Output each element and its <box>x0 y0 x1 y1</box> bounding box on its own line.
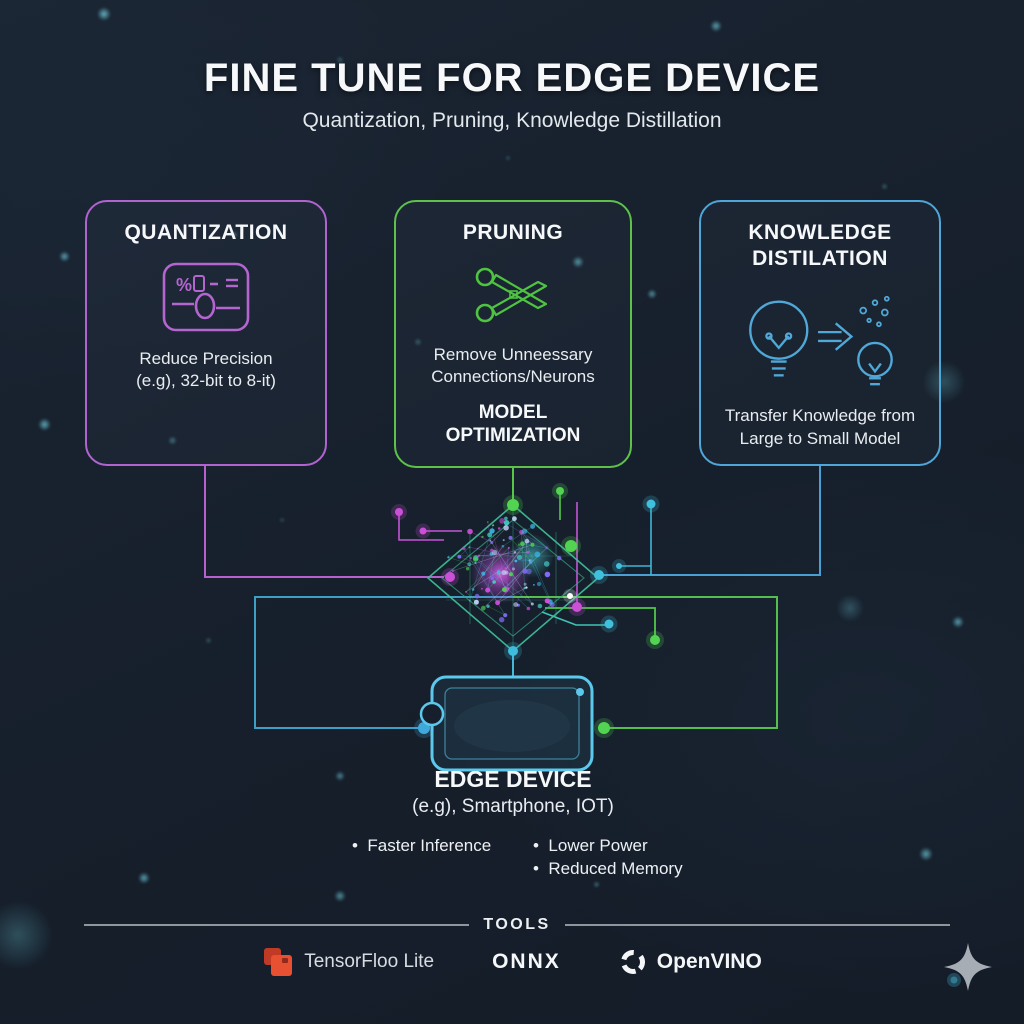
benefit-item: Reduced Memory <box>533 857 682 880</box>
tensorflow-icon <box>264 948 293 976</box>
page-subtitle: Quantization, Pruning, Knowledge Distill… <box>302 109 722 132</box>
tools-divider: TOOLS <box>84 916 951 934</box>
edge-device-title: EDGE DEVICE <box>434 766 592 792</box>
benefits-column-1: Faster Inference <box>352 834 491 857</box>
bokeh-glow-dot <box>279 517 285 523</box>
benefit-item: Lower Power <box>533 834 683 857</box>
bokeh-glow-dot <box>919 847 933 861</box>
knowledge-distillation-card: KNOWLEDGE DISTILATION <box>699 200 941 466</box>
edge-device-phone-illustration <box>419 675 594 772</box>
edge-device-labels: EDGE DEVICE (e.g), Smartphone, IOT) <box>313 766 713 818</box>
bokeh-glow-dot <box>58 250 70 262</box>
header: FINE TUNE FOR EDGE DEVICE Quantization, … <box>0 56 1024 133</box>
pruning-title: PRUNING <box>462 221 564 244</box>
openvino-label: OpenVINO <box>656 950 762 973</box>
lightbulb-transfer-icon <box>749 296 893 386</box>
neural-cube-pointcloud <box>447 516 562 623</box>
knowledge-connector-line <box>602 466 821 576</box>
svg-text:%: % <box>176 275 192 295</box>
bokeh-glow-dot <box>204 636 212 644</box>
bokeh-glow-dot <box>952 616 964 628</box>
circuit-stub <box>545 607 656 638</box>
scissors-icon <box>475 267 548 322</box>
tensorflow-lite-label: TensorFloo Lite <box>304 951 435 972</box>
knowledge-distillation-description: Transfer Knowledge from Large to Small M… <box>724 406 916 448</box>
edge-device-subtitle: (e.g), Smartphone, IOT) <box>412 796 614 817</box>
phone-camera-dot <box>576 688 584 696</box>
bokeh-glow-dot <box>710 20 722 32</box>
knowledge-distillation-title: KNOWLEDGE DISTILATION <box>748 221 892 270</box>
openvino-icon <box>620 950 645 974</box>
quantization-slider-icon: % <box>162 262 250 331</box>
bokeh-glow-dot <box>37 417 51 431</box>
onnx-wordmark: ONNX <box>492 950 561 973</box>
tools-label: TOOLS <box>483 916 551 933</box>
circuit-stub <box>541 611 605 626</box>
sparkle-watermark-icon <box>944 943 992 991</box>
page-title: FINE TUNE FOR EDGE DEVICE <box>203 56 821 100</box>
tool-tensorflow-lite: TensorFloo Lite <box>262 946 434 978</box>
bokeh-glow-dot <box>138 872 150 884</box>
bokeh-glow-dot <box>505 155 511 161</box>
quantization-connector-line <box>204 466 444 578</box>
divider-line-left <box>84 924 470 926</box>
circuit-stub <box>398 512 444 541</box>
routing-line-right <box>513 596 778 729</box>
benefits-column-2: Lower Power Reduced Memory <box>533 834 683 880</box>
pruning-description: Remove Unneessary Connections/Neurons <box>431 344 595 387</box>
model-optimization-label: MODEL OPTIMIZATION <box>445 401 581 447</box>
tool-onnx: ONNX <box>492 950 561 974</box>
quantization-description: Reduce Precision (e.g), 32-bit to 8-it) <box>136 348 276 391</box>
quantization-title: QUANTIZATION <box>124 221 288 244</box>
pruning-card: PRUNING Remove Unneessary Connections/Ne… <box>394 200 632 468</box>
phone-notch <box>419 701 445 727</box>
tool-openvino: OpenVINO <box>619 948 762 976</box>
bokeh-glow-dot <box>647 289 657 299</box>
routing-line-left <box>254 596 513 729</box>
benefit-item: Faster Inference <box>352 834 491 857</box>
divider-line-right <box>564 924 951 926</box>
neural-cube-wireframe <box>426 503 600 653</box>
bokeh-glow-dot <box>97 7 111 21</box>
tools-logo-row: TensorFloo Lite ONNX OpenVINO <box>0 946 1024 978</box>
quantization-card: QUANTIZATION % Reduce Precision (e.g), 3… <box>85 200 327 466</box>
bokeh-glow-dot <box>334 890 346 902</box>
circuit-node-dots <box>391 483 664 738</box>
bokeh-glow-dot <box>880 182 888 190</box>
bokeh-glow-dot <box>836 594 864 622</box>
bokeh-glow-dot <box>592 880 600 888</box>
